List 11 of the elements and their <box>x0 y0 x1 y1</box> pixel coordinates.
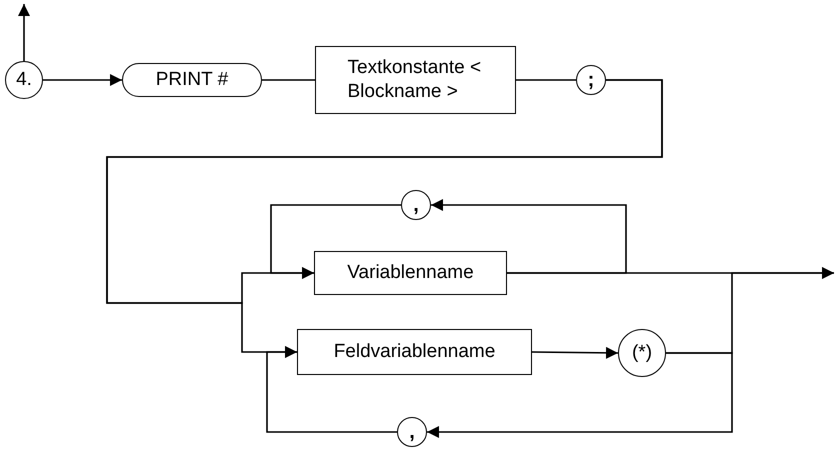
arrow <box>43 74 122 86</box>
keyword-pill: PRINT # <box>122 63 262 97</box>
arrow <box>270 204 401 279</box>
syntax-box: Textkonstante < Blockname > <box>315 46 516 114</box>
arrow <box>532 346 618 359</box>
syntax-box: Feldvariablenname <box>297 329 532 375</box>
arrow <box>427 352 733 438</box>
arrow <box>18 4 30 61</box>
arrow <box>431 199 627 274</box>
arrow <box>266 346 397 433</box>
syntax-box: Variablenname <box>314 251 507 295</box>
